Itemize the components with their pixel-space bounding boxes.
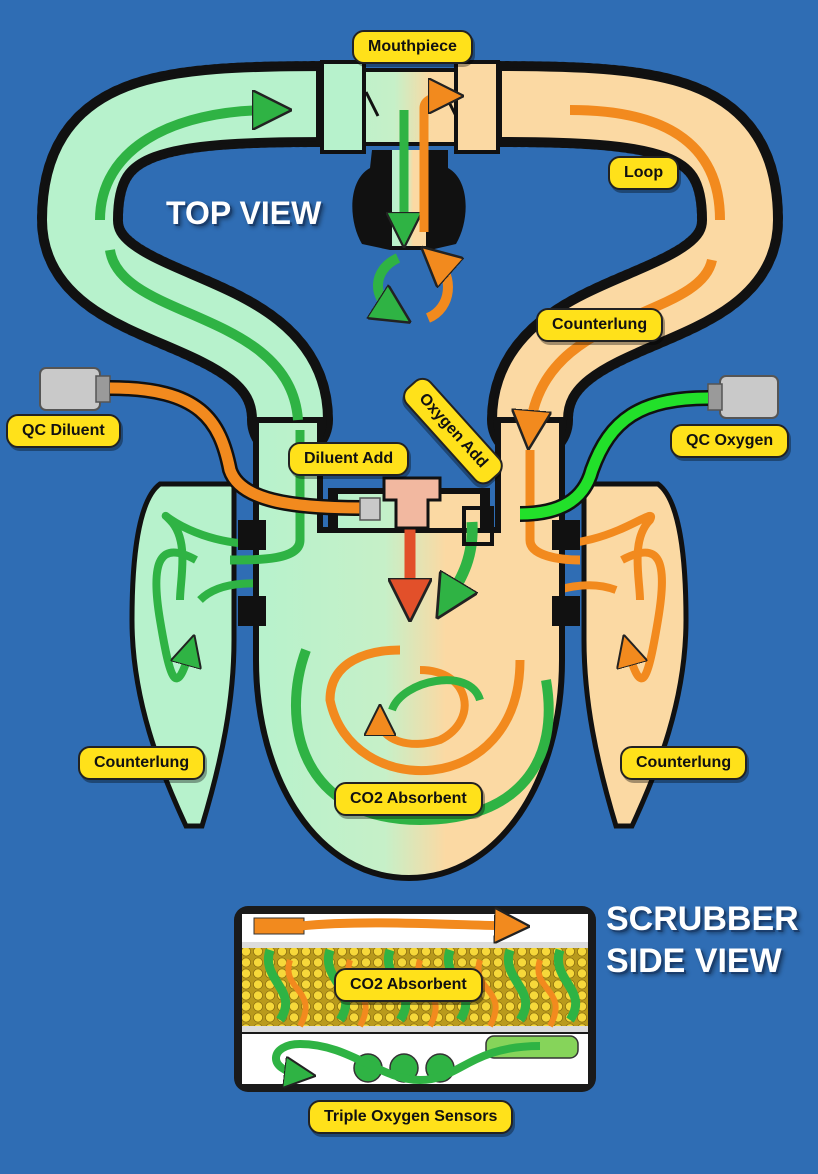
co2-absorbent-top-label: CO2 Absorbent	[334, 782, 483, 816]
counterlung-right-label: Counterlung	[620, 746, 748, 780]
qc-diluent-label: QC Diluent	[6, 414, 121, 448]
scrubber-heading-line1: SCRUBBER	[606, 900, 799, 938]
counterlung-left-label: Counterlung	[78, 746, 206, 780]
co2-absorbent-side-label: CO2 Absorbent	[334, 968, 483, 1002]
qc-diluent-hose	[39, 367, 381, 521]
qc-oxygen-label: QC Oxygen	[670, 424, 790, 458]
add-valves	[382, 476, 494, 546]
diluent-add-label: Diluent Add	[288, 442, 410, 476]
triple-oxygen-sensors-label: Triple Oxygen Sensors	[308, 1100, 514, 1134]
left-counterlung	[129, 481, 300, 829]
qc-oxygen-hose	[519, 375, 779, 522]
counterlung-top-right-label: Counterlung	[536, 308, 664, 342]
mouthpiece-assembly	[316, 60, 502, 318]
mouthpiece-label: Mouthpiece	[352, 30, 473, 64]
loop-label: Loop	[608, 156, 680, 190]
scrubber-heading-line2: SIDE VIEW	[606, 942, 782, 980]
top-view-heading: TOP VIEW	[166, 195, 322, 231]
top-view-flow-arrows	[95, 110, 725, 826]
